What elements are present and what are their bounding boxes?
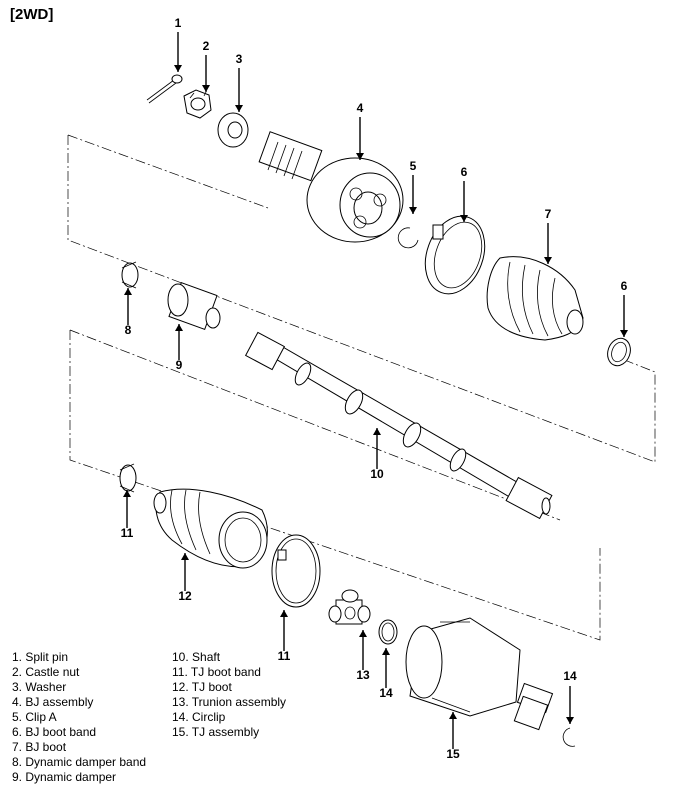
callout-arrowhead-12 [181, 553, 189, 560]
callout-arrowhead-14 [566, 717, 574, 724]
bj-assembly-part [258, 131, 404, 243]
circlip-part [378, 619, 398, 645]
clip-a-part [397, 227, 419, 249]
dynamic-damper-part [167, 281, 221, 331]
callout-arrowhead-4 [356, 153, 364, 160]
legend-item: 2. Castle nut [12, 665, 80, 679]
callout-label-6: 6 [621, 279, 628, 293]
tj-assembly-part [405, 617, 554, 731]
dynamic-damper-band-part [121, 261, 139, 289]
callout-arrowhead-13 [359, 630, 367, 637]
callout-arrowhead-14 [382, 648, 390, 655]
legend-item: 7. BJ boot [12, 740, 67, 754]
callout-arrowhead-9 [175, 324, 183, 331]
legend-item: 1. Split pin [12, 650, 69, 664]
callout-label-1: 1 [175, 16, 182, 30]
callout-label-2: 2 [203, 39, 210, 53]
callout-label-10: 10 [370, 467, 384, 481]
legend-item: 11. TJ boot band [172, 665, 261, 679]
callout-label-14: 14 [379, 686, 393, 700]
bj-boot-part [486, 256, 584, 341]
callout-arrowhead-11 [123, 490, 131, 497]
shaft-part [244, 331, 553, 520]
tj-boot-band-right-part [271, 534, 321, 608]
callout-label-14: 14 [563, 669, 577, 683]
callout-label-6: 6 [461, 165, 468, 179]
legend-item: 6. BJ boot band [12, 725, 97, 739]
callout-arrowhead-11 [280, 610, 288, 617]
callout-arrowhead-15 [449, 712, 457, 719]
legend-right: 10. Shaft 11. TJ boot band 12. TJ boot 1… [172, 650, 286, 740]
legend-item: 9. Dynamic damper [12, 770, 117, 784]
legend-item: 3. Washer [12, 680, 67, 694]
callout-label-4: 4 [357, 101, 364, 115]
construction-lines [67, 134, 656, 641]
callout-arrowhead-8 [124, 288, 132, 295]
bj-boot-band-small-part [607, 337, 631, 367]
callout-label-8: 8 [125, 323, 132, 337]
legend-item: 8. Dynamic damper band [12, 755, 147, 769]
callout-arrowhead-6 [460, 215, 468, 222]
callout-arrowhead-5 [409, 207, 417, 214]
callout-label-7: 7 [545, 207, 552, 221]
washer-part [217, 112, 249, 148]
callout-arrowhead-3 [235, 105, 243, 112]
bj-boot-band-part [424, 215, 486, 295]
legend-item: 4. BJ assembly [12, 695, 94, 709]
callout-label-11: 11 [278, 649, 291, 663]
callout-label-3: 3 [236, 52, 243, 66]
callout-label-11: 11 [121, 526, 134, 540]
callout-label-9: 9 [176, 358, 183, 372]
callout-label-12: 12 [178, 589, 192, 603]
legend-item: 15. TJ assembly [172, 725, 260, 739]
callout-label-13: 13 [356, 668, 370, 682]
circlip-small-part [562, 727, 576, 747]
legend-item: 10. Shaft [172, 650, 221, 664]
callout-arrowhead-7 [544, 257, 552, 264]
callout-arrowhead-2 [202, 85, 210, 92]
callout-label-15: 15 [446, 747, 460, 761]
diagram-title: [2WD] [10, 6, 54, 23]
trunion-assembly-part [328, 589, 371, 625]
legend-item: 5. Clip A [12, 710, 57, 724]
legend-item: 14. Circlip [172, 710, 226, 724]
legend-item: 13. Trunion assembly [172, 695, 287, 709]
castle-nut-part [183, 89, 212, 119]
split-pin-part [146, 74, 183, 104]
callout-arrowhead-10 [373, 428, 381, 435]
callout-arrowhead-1 [174, 65, 182, 72]
tj-boot-band-left-part [119, 463, 137, 493]
legend-item: 12. TJ boot [172, 680, 232, 694]
legend-left: 1. Split pin 2. Castle nut 3. Washer 4. … [12, 650, 146, 785]
tj-boot-part [153, 488, 268, 569]
callout-arrowhead-6 [620, 330, 628, 337]
callout-label-5: 5 [410, 159, 417, 173]
